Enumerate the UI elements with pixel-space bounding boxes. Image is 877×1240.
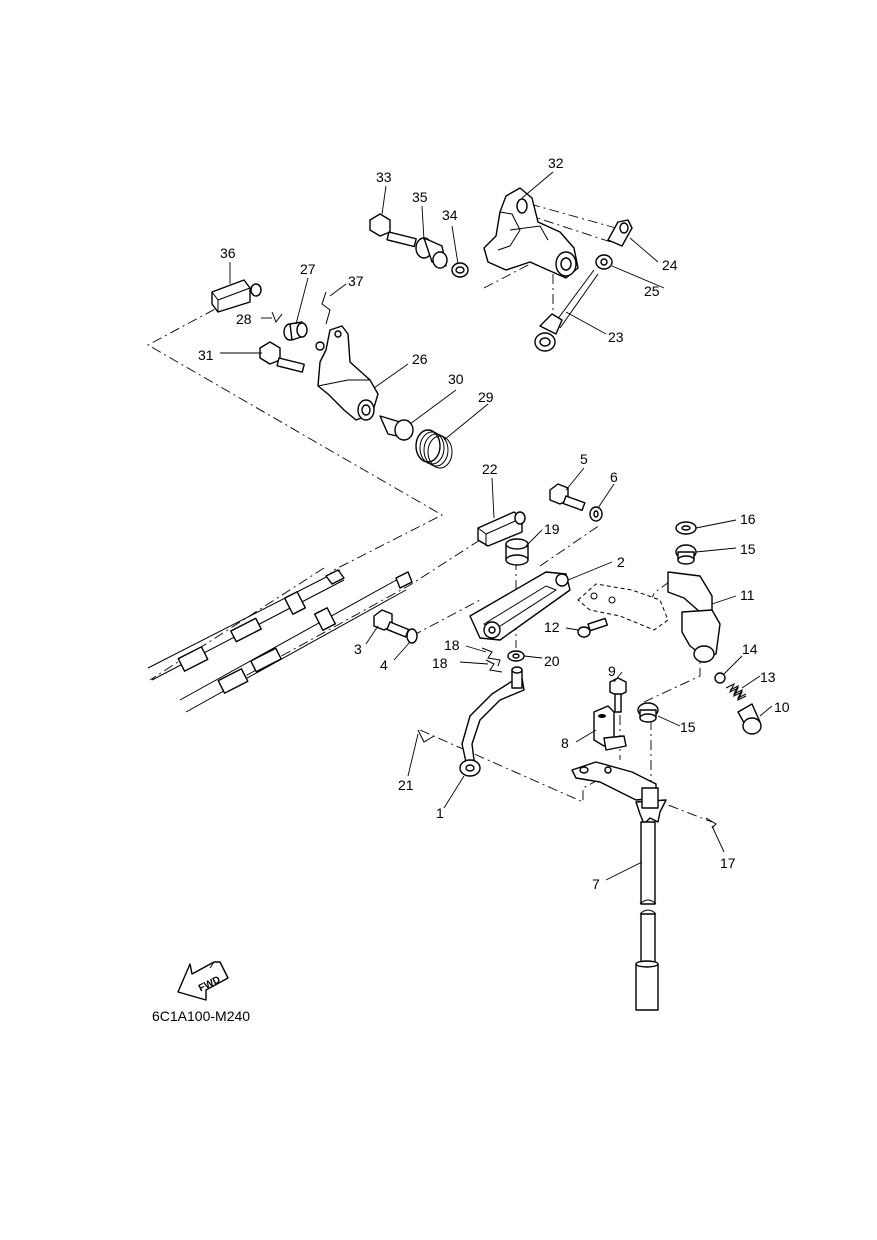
callout-20: 20 — [544, 653, 560, 669]
part-10-plug — [737, 703, 762, 735]
part-7-shift-rod — [635, 787, 667, 1011]
callout-labels: 1 2 3 4 5 6 7 8 9 10 11 12 13 14 15 15 1… — [198, 155, 790, 892]
callout-9: 9 — [608, 663, 616, 679]
callout-26: 26 — [412, 351, 428, 367]
part-24-link-end — [607, 219, 633, 247]
callout-33: 33 — [376, 169, 392, 185]
part-19-collar — [505, 538, 529, 566]
part-36-cable-joint — [211, 279, 262, 313]
part-4-washer — [406, 628, 418, 644]
shift-cable-lower — [179, 571, 413, 713]
callout-36: 36 — [220, 245, 236, 261]
callout-13: 13 — [760, 669, 776, 685]
callout-18-lower: 18 — [432, 655, 448, 671]
callout-37: 37 — [348, 273, 364, 289]
part-23-rod — [534, 269, 599, 352]
part-31-bolt — [259, 341, 305, 373]
callout-25: 25 — [644, 283, 660, 299]
callout-23: 23 — [608, 329, 624, 345]
part-12-screw — [577, 617, 608, 638]
callout-7: 7 — [592, 876, 600, 892]
callout-18-upper: 18 — [444, 637, 460, 653]
part-9-screw — [609, 677, 627, 713]
part-33-bolt — [369, 213, 417, 248]
callout-14: 14 — [742, 641, 758, 657]
callout-5: 5 — [580, 451, 588, 467]
callout-19: 19 — [544, 521, 560, 537]
callout-34: 34 — [442, 207, 458, 223]
part-1-shift-arm — [459, 666, 525, 777]
shift-cable-upper — [147, 569, 345, 681]
callout-22: 22 — [482, 461, 498, 477]
part-11-detent-housing — [667, 571, 721, 663]
callout-21: 21 — [398, 777, 414, 793]
assembly-reference-lines — [147, 203, 713, 823]
callout-17: 17 — [720, 855, 736, 871]
part-14-ball — [714, 672, 726, 684]
fwd-arrow-icon: FWD — [177, 961, 229, 1001]
callout-11: 11 — [740, 587, 755, 603]
part-18-pins — [481, 647, 503, 673]
part-15-bushing-upper — [675, 544, 697, 565]
callout-29: 29 — [478, 389, 494, 405]
callout-3: 3 — [354, 641, 362, 657]
callout-15-lower: 15 — [680, 719, 696, 735]
callout-16: 16 — [740, 511, 756, 527]
part-29-spring — [415, 429, 453, 469]
part-17-clip — [705, 817, 717, 829]
callout-12: 12 — [544, 619, 560, 635]
part-28-pin — [271, 311, 283, 324]
part-13-spring — [725, 682, 747, 702]
part-20-washer — [507, 650, 525, 662]
callout-32: 32 — [548, 155, 564, 171]
callout-28: 28 — [236, 311, 252, 327]
part-37-clip — [321, 291, 331, 325]
part-6-washer — [589, 506, 603, 522]
part-22-cable-joint — [477, 511, 526, 547]
part-27-collar — [283, 321, 308, 341]
leader-lines — [220, 171, 773, 881]
diagram-code: 6C1A100-M240 — [152, 1008, 250, 1024]
callout-30: 30 — [448, 371, 464, 387]
part-8-neutral-switch — [593, 705, 627, 751]
part-5-bolt — [549, 483, 586, 512]
part-2-slide-plate — [469, 571, 571, 641]
callout-4: 4 — [380, 657, 388, 673]
part-35-collar — [415, 237, 448, 269]
switch-plate-ghost — [577, 583, 669, 631]
part-21-pin — [417, 729, 435, 743]
callout-24: 24 — [662, 257, 678, 273]
part-32-bracket — [483, 187, 579, 279]
callout-15-upper: 15 — [740, 541, 756, 557]
callout-10: 10 — [774, 699, 790, 715]
part-3-bolt — [373, 609, 410, 638]
part-25-nut — [595, 254, 613, 270]
callout-27: 27 — [300, 261, 316, 277]
callout-8: 8 — [561, 735, 569, 751]
part-34-clip — [451, 262, 469, 278]
part-30-collar — [379, 415, 414, 441]
callout-1: 1 — [436, 805, 444, 821]
part-26-lever — [315, 325, 379, 421]
callout-35: 35 — [412, 189, 428, 205]
part-16-washer — [675, 521, 697, 535]
part-15-bushing-lower — [637, 702, 659, 723]
callout-2: 2 — [617, 554, 625, 570]
callout-31: 31 — [198, 347, 214, 363]
callout-6: 6 — [610, 469, 618, 485]
